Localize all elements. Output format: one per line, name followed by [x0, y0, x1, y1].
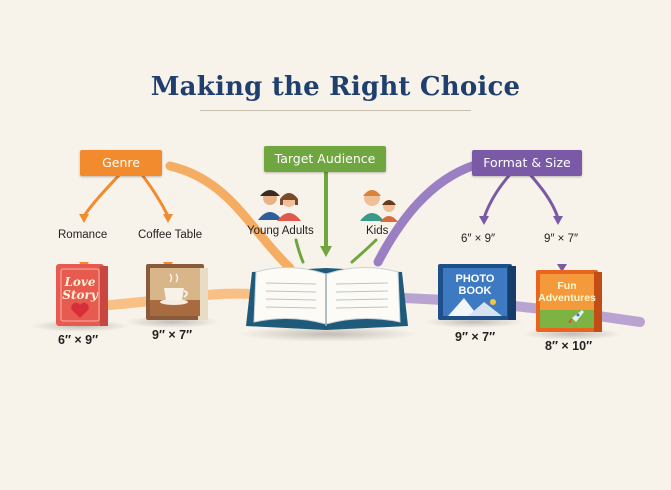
genre-branch-left	[82, 170, 124, 218]
love-story-title-line1: Love	[63, 275, 95, 289]
format-branch-left	[482, 170, 514, 220]
fun-adventures-book: Fun Adventures	[536, 270, 602, 332]
love-story-title-line2: Story	[62, 288, 99, 302]
mountain-icon	[448, 298, 502, 316]
photo-book: PHOTO BOOK	[438, 264, 516, 320]
format-option-6x9: 6″ × 9″	[461, 233, 496, 245]
fun-adventures-size: 8″ × 10″	[545, 339, 593, 353]
format-ribbon-bottom	[395, 293, 645, 327]
fun-adventures-title-line1: Fun	[557, 280, 576, 292]
format-option-9x7: 9″ × 7″	[544, 233, 579, 245]
love-story-book: Love Story	[56, 264, 108, 326]
target-audience-tag: Target Audience	[264, 146, 386, 172]
genre-option-coffee-table: Coffee Table	[138, 229, 203, 241]
heart-icon	[71, 302, 89, 318]
coffee-table-book	[146, 264, 208, 320]
coffee-table-size: 9″ × 7″	[152, 328, 193, 342]
photo-book-size: 9″ × 7″	[455, 330, 496, 344]
audience-option-kids: Kids	[366, 225, 389, 237]
format-size-tag: Format & Size	[472, 150, 582, 176]
audience-arrows	[294, 168, 378, 264]
genre-option-romance: Romance	[58, 229, 108, 241]
fun-adventures-title-line2: Adventures	[538, 292, 596, 304]
photo-book-title-line1: PHOTO	[456, 273, 495, 285]
title-divider	[200, 110, 471, 111]
coffee-cup-icon	[160, 273, 188, 305]
page-title: Making the Right Choice	[150, 72, 521, 102]
open-book-icon	[246, 266, 408, 330]
audience-option-young-adults: Young Adults	[247, 225, 314, 237]
format-branch-right	[526, 170, 560, 220]
genre-ribbon-main	[165, 161, 295, 273]
rocket-icon	[568, 310, 584, 323]
genre-branch-right	[138, 170, 170, 218]
photo-book-title-line2: BOOK	[459, 285, 492, 297]
people-icon	[258, 190, 301, 221]
format-ribbon-main	[373, 160, 480, 267]
love-story-size: 6″ × 9″	[58, 333, 99, 347]
children-icon	[360, 190, 398, 222]
genre-tag: Genre	[80, 150, 162, 176]
